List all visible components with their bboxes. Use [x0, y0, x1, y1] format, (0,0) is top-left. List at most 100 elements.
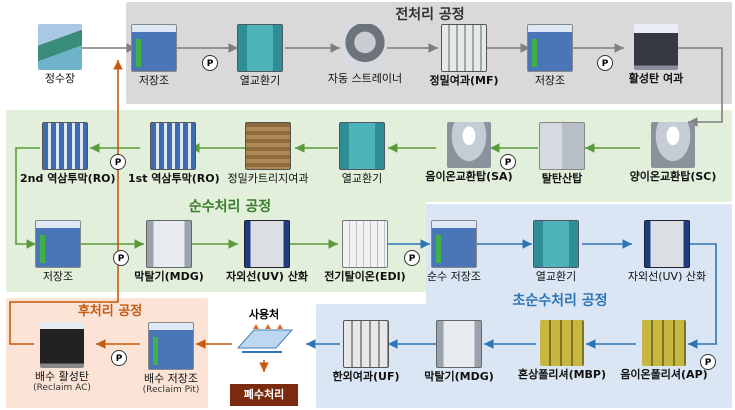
pure-water-tank-node: 순수 저장조 — [420, 220, 488, 283]
cation-exchanger-node: 양이온교환탑(SC) — [628, 122, 718, 183]
up-heat-exchanger-label: 열교환기 — [535, 270, 577, 283]
up-heat-exchanger-node: 열교환기 — [522, 220, 590, 283]
storage-tank-icon — [148, 322, 194, 370]
edi-icon — [342, 220, 388, 268]
cartridge-filter-label: 정밀카트리지여과 — [227, 172, 309, 185]
pure-storage-tank-node: 저장조 — [24, 220, 92, 283]
uv2-label: 자외선(UV) 산화 — [627, 270, 707, 283]
reclaim-ac-node: 배수 활성탄 (Reclaim AC) — [24, 322, 100, 393]
reclaim-pit-node: 배수 저장조 (Reclaim Pit) — [134, 322, 208, 395]
storage-tank-icon — [431, 220, 477, 268]
post-treatment-title: 후처리 공정 — [77, 304, 143, 319]
degasifier-icon — [539, 122, 585, 170]
degasifier-node: 탈탄산탑 — [528, 122, 596, 185]
mf-label: 정밀여과(MF) — [429, 74, 499, 87]
uv1-node: 자외선(UV) 산화 — [222, 220, 312, 283]
mbp-label: 혼상폴리셔(MBP) — [517, 368, 607, 381]
activated-carbon-node: 활성탄 여과 — [616, 24, 696, 85]
uv-oxidation-icon — [244, 220, 290, 268]
pretreatment-title: 전처리 공정 — [395, 7, 465, 23]
pure-heat-exchanger-label: 열교환기 — [341, 172, 383, 185]
pump-icon: P — [404, 250, 420, 266]
storage-tank-icon — [35, 220, 81, 268]
pre-heat-exchanger-label: 열교환기 — [239, 74, 281, 87]
cation-exchanger-label: 양이온교환탑(SC) — [629, 170, 717, 183]
auto-strainer-node: 자동 스트레이너 — [326, 24, 404, 85]
water-intake-node: 정수장 — [26, 24, 94, 85]
ultrapure-water-title: 초순수처리 공정 — [512, 293, 608, 309]
uf-label: 한외여과(UF) — [332, 370, 400, 383]
anion-polisher-icon — [642, 320, 686, 366]
heat-exchanger-icon — [237, 24, 283, 72]
edi-label: 전기탈이온(EDI) — [324, 270, 406, 283]
pre-storage-tank-label: 저장조 — [138, 74, 170, 87]
water-intake-label: 정수장 — [44, 72, 76, 85]
cartridge-filter-icon — [245, 122, 291, 170]
reclaim-activated-carbon-icon — [40, 322, 84, 368]
reclaim-pit-label: 배수 저장조 — [143, 372, 199, 385]
pump-icon: P — [113, 250, 129, 266]
activated-carbon-label: 활성탄 여과 — [628, 72, 684, 85]
activated-carbon-icon — [634, 24, 678, 70]
pump-icon: P — [500, 154, 516, 170]
point-of-use-wafer-icon — [234, 322, 294, 358]
reclaim-ac-label: 배수 활성탄 — [34, 370, 90, 383]
mf-node: 정밀여과(MF) — [424, 24, 504, 87]
edi-node: 전기탈이온(EDI) — [320, 220, 410, 283]
ultrafiltration-icon — [343, 320, 389, 368]
reverse-osmosis-icon — [42, 122, 88, 170]
microfiltration-icon — [441, 24, 487, 72]
pure-water-tank-label: 순수 저장조 — [426, 270, 482, 283]
pump-icon: P — [700, 354, 716, 370]
heat-exchanger-icon — [533, 220, 579, 268]
waste-treatment-label: 폐수처리 — [243, 388, 285, 401]
waste-treatment-box: 폐수처리 — [230, 384, 298, 406]
pump-icon: P — [110, 154, 126, 170]
mdg2-label: 막탈기(MDG) — [424, 370, 494, 383]
degasifier-label: 탈탄산탑 — [541, 172, 583, 185]
ap-label: 음이온폴리셔(AP) — [620, 368, 708, 381]
ro2-node: 2nd 역삼투막(RO) — [20, 122, 116, 185]
pure-water-title: 순수처리 공정 — [188, 199, 272, 215]
mdg1-node: 막탈기(MDG) — [130, 220, 208, 283]
cartridge-filter-node: 정밀카트리지여과 — [220, 122, 316, 185]
reclaim-ac-en-label: (Reclaim AC) — [33, 383, 91, 393]
pump-icon: P — [597, 55, 613, 71]
strainer-icon — [343, 24, 387, 70]
pre-heat-exchanger-node: 열교환기 — [226, 24, 294, 87]
storage-tank-icon — [131, 24, 177, 72]
pure-storage-tank-label: 저장조 — [42, 270, 74, 283]
reclaim-pit-en-label: (Reclaim Pit) — [142, 385, 200, 395]
membrane-degasifier-icon — [146, 220, 192, 268]
uf-node: 한외여과(UF) — [326, 320, 406, 383]
ro1-label: 1st 역삼투막(RO) — [128, 172, 220, 185]
mdg2-node: 막탈기(MDG) — [420, 320, 498, 383]
heat-exchanger-icon — [339, 122, 385, 170]
ap-node: 음이온폴리셔(AP) — [618, 320, 710, 381]
reverse-osmosis-icon — [150, 122, 196, 170]
uv2-node: 자외선(UV) 산화 — [622, 220, 712, 283]
mdg1-label: 막탈기(MDG) — [134, 270, 204, 283]
pure-heat-exchanger-node: 열교환기 — [328, 122, 396, 185]
ro2-label: 2nd 역삼투막(RO) — [20, 172, 116, 185]
membrane-degasifier-icon — [436, 320, 482, 368]
auto-strainer-label: 자동 스트레이너 — [327, 72, 403, 85]
mbp-node: 혼상폴리셔(MBP) — [516, 320, 608, 381]
ion-exchanger-icon — [651, 122, 695, 168]
water-intake-icon — [38, 24, 82, 70]
pump-icon: P — [202, 55, 218, 71]
ion-exchanger-icon — [447, 122, 491, 168]
pre-storage-tank2-label: 저장조 — [534, 74, 566, 87]
anion-exchanger-label: 음이온교환탑(SA) — [425, 170, 513, 183]
anion-exchanger-node: 음이온교환탑(SA) — [424, 122, 514, 183]
pretreatment-region — [126, 2, 732, 104]
mixed-bed-polisher-icon — [540, 320, 584, 366]
uv-oxidation-icon — [644, 220, 690, 268]
pump-icon: P — [111, 350, 127, 366]
pre-storage-tank2-node: 저장조 — [516, 24, 584, 87]
pre-storage-tank-node: 저장조 — [120, 24, 188, 87]
ro1-node: 1st 역삼투막(RO) — [128, 122, 220, 185]
storage-tank-icon — [527, 24, 573, 72]
point-of-use-label: 사용처 — [248, 308, 280, 321]
